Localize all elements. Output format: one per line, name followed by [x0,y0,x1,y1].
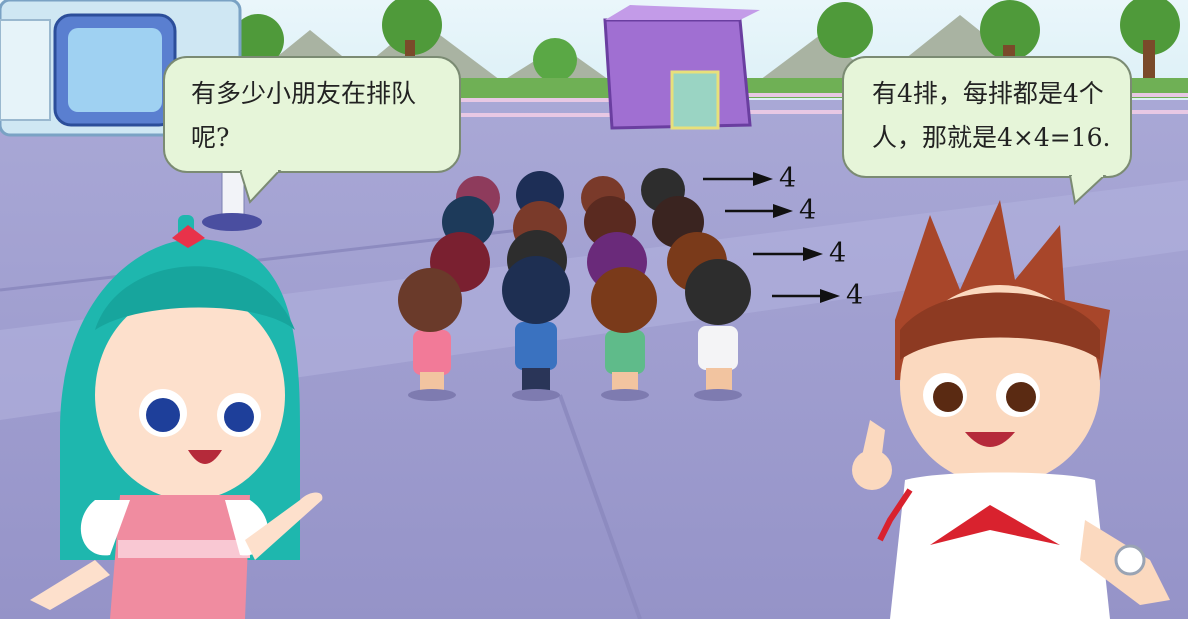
row-arrow-2: 4 [725,195,816,226]
children-queue [398,168,751,401]
trees [232,0,1180,95]
arrow-right-icon [703,171,773,186]
row-count: 4 [846,280,864,311]
bubble-right-line-2: 人，那就是4×4=16. [872,123,1111,152]
bubble-left-tail [240,170,282,204]
row-count: 4 [779,163,797,194]
row-arrow-3: 4 [753,238,846,269]
row-count: 4 [799,195,817,226]
speech-bubble-left: 有多少小朋友在排队 呢? [163,56,461,173]
bubble-left-line-2: 呢? [191,123,230,152]
arrow-right-icon [753,246,823,261]
bubble-right-line-1: 有4排，每排都是4个 [872,79,1104,108]
row-count: 4 [829,238,847,269]
bubble-right-tail [1068,175,1107,205]
bubble-left-line-1: 有多少小朋友在排队 [191,79,417,108]
row-arrow-1: 4 [703,163,796,194]
girl-character [30,215,323,619]
kiosk [603,5,760,130]
speech-bubble-right: 有4排，每排都是4个 人，那就是4×4=16. [842,56,1132,178]
arrow-right-icon [725,203,793,218]
arrow-right-icon [772,288,840,303]
boy-character [852,200,1170,619]
row-arrow-4: 4 [772,280,863,311]
